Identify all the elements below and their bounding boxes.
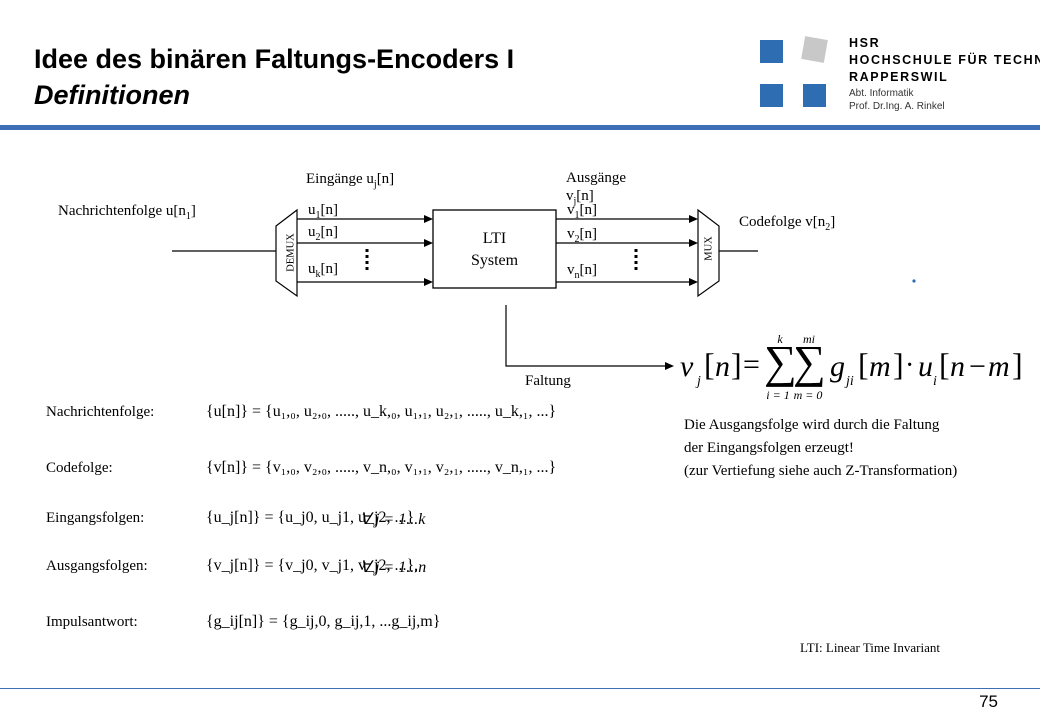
def-label-codefolge: Codefolge: — [46, 460, 113, 476]
demux-block — [275, 208, 298, 298]
output-vn: vn[n] — [567, 262, 597, 281]
def-label-nachrichtenfolge: Nachrichtenfolge: — [46, 404, 155, 420]
slide-subtitle: Definitionen — [34, 80, 190, 110]
def-label-ausgangsfolgen: Ausgangsfolgen: — [46, 558, 148, 574]
def-formula-impulsantwort: {g_ij[n]} = {g_ij,0, g_ij,1, ...g_ij,m} — [206, 613, 441, 630]
lti-footnote: LTI: Linear Time Invariant — [800, 640, 940, 655]
explanation-line3: (zur Vertiefung siehe auch Z-Transformat… — [684, 463, 958, 479]
outputs-header: Ausgänge — [566, 170, 626, 186]
slide-title: Idee des binären Faltungs-Encoders I — [34, 44, 515, 74]
lti-label-1: LTI — [482, 230, 507, 247]
logo-square-4 — [803, 84, 826, 107]
header-bar — [0, 125, 1040, 130]
def-formula-codefolge: {v[n]} = {v₁,₀, v₂,₀, ....., v_n,₀, v₁,₁… — [206, 459, 557, 476]
def-formula-nachrichtenfolge: {u[n]} = {u₁,₀, u₂,₀, ....., u_k,₀, u₁,₁… — [206, 403, 557, 420]
logo-text-city: RAPPERSWIL — [849, 70, 949, 84]
def-quant-eingangsfolgen: ∀ j = 1...k — [360, 511, 426, 528]
input-u1: u1[n] — [308, 202, 338, 221]
lti-label-2: System — [470, 252, 519, 269]
input-uk: uk[n] — [308, 261, 338, 280]
outputs-header-2: vj[n] — [566, 188, 594, 207]
def-label-impulsantwort: Impulsantwort: — [46, 614, 138, 630]
input-u2: u2[n] — [308, 224, 338, 243]
logo-dept: Abt. Informatik — [849, 88, 914, 99]
def-label-eingangsfolgen: Eingangsfolgen: — [46, 510, 145, 526]
logo-square-1 — [760, 40, 783, 63]
mux-label: MUX — [703, 236, 715, 261]
def-quant-ausgangsfolgen: ∀ j = 1...n — [360, 559, 427, 576]
convolution-formula: v j [ n ] = k ∑ i = 1 mi ∑ m = 0 g ji [ … — [680, 332, 1023, 402]
lti-block — [432, 209, 557, 289]
page-number: 75 — [979, 692, 998, 711]
explanation-line2: der Eingangsfolgen erzeugt! — [684, 440, 854, 456]
logo-text-school: HOCHSCHULE FÜR TECHNIK — [849, 53, 1040, 67]
output-v1: v1[n] — [567, 202, 597, 221]
source-label: Nachrichtenfolge u[n1] — [58, 203, 196, 222]
footer-line — [0, 688, 1040, 689]
logo-prof: Prof. Dr.Ing. A. Rinkel — [849, 101, 945, 112]
output-v2: v2[n] — [567, 226, 597, 245]
logo-square-3 — [760, 84, 783, 107]
demux-label: DEMUX — [285, 233, 297, 272]
mux-block — [697, 208, 720, 298]
def-formula-ausgangsfolgen: {v_j[n]} = {v_j0, v_j1, v_j2, ...}, — [206, 557, 419, 574]
inputs-header: Eingänge uj[n] — [306, 171, 395, 190]
faltung-label: Faltung — [525, 373, 571, 389]
logo-text-hsr: HSR — [849, 36, 881, 50]
def-formula-eingangsfolgen: {u_j[n]} = {u_j0, u_j1, u_j2, ...} — [206, 509, 415, 526]
explanation-line1: Die Ausgangsfolge wird durch die Faltung — [684, 417, 940, 433]
code-label: Codefolge v[n2] — [739, 214, 836, 233]
